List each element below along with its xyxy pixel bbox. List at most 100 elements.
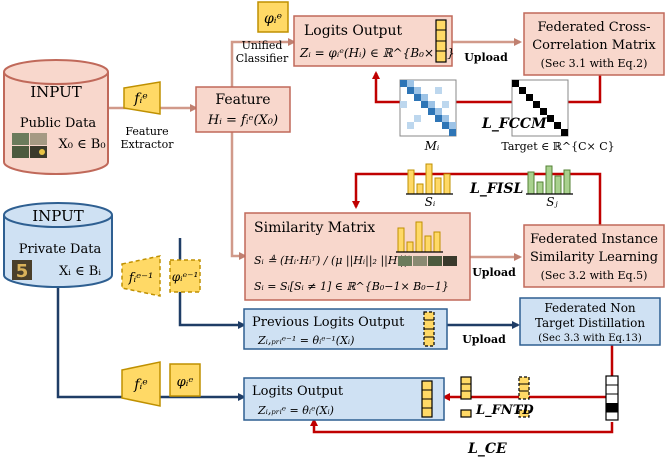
logits-output-bottom-title: Logits Output: [252, 384, 344, 399]
fccm-box: [523, 12, 665, 76]
si-bar: [443, 173, 451, 195]
target-cell-diag: [547, 115, 554, 122]
loss-fccm: L_FCCM: [481, 116, 547, 132]
inset-image-3: [428, 256, 442, 266]
fccm-feedback-arrow: [372, 71, 602, 104]
sj-bar: [563, 169, 571, 195]
public-data-label: Public Data: [20, 116, 97, 131]
sample-image-3: [12, 146, 29, 158]
fisl-line2: Similarity Learning: [530, 250, 658, 265]
inset-bar: [406, 241, 414, 253]
logits-vector-top: [435, 19, 447, 63]
mi-cell-off: [414, 87, 421, 94]
classifier-label-line2: Classifier: [236, 52, 289, 65]
sj-bar: [554, 175, 562, 195]
feature-extractor-label-line1: Feature: [125, 125, 168, 138]
mi-cell-noise: [435, 87, 442, 94]
si-bar: [425, 163, 433, 195]
one-hot-label-vector: [605, 375, 619, 421]
target-cell-diag: [554, 122, 561, 129]
similarity-inset-bars: [396, 221, 443, 253]
feature-title: Feature: [215, 92, 270, 108]
mi-cell-diag: [400, 80, 407, 87]
target-cell-diag: [512, 80, 519, 87]
feature-to-similarity-arrow: [230, 132, 247, 260]
logits-output-bottom-formula: Zᵢ,ₚᵣᵢᵉ = θᵢᵉ(Xᵢ): [257, 404, 334, 417]
private-data-cylinder: INPUT Private Data 5 Xᵢ ∈ Bᵢ: [3, 202, 113, 288]
loss-ce: L_CE: [467, 441, 507, 457]
private-data-formula: Xᵢ ∈ Bᵢ: [59, 264, 101, 279]
previous-extractor-block: [121, 255, 161, 297]
fntd-ref: (Sec 3.3 with Eq.13): [538, 333, 642, 344]
inset-image-1: [398, 256, 412, 266]
fccm-line2: Correlation Matrix: [532, 38, 656, 53]
private-to-logits-arrow: [56, 285, 246, 401]
fntd-box: [519, 297, 661, 346]
loss-fntd: L_FNTD: [475, 403, 534, 418]
feature-box: [195, 86, 291, 133]
mi-cell-diag: [414, 94, 421, 101]
inset-bar: [424, 235, 432, 253]
logits-output-top-title: Logits Output: [304, 23, 403, 39]
correlation-matrix-mi: [399, 79, 457, 137]
target-cell-diag: [533, 101, 540, 108]
feature-extractor-block: [123, 81, 161, 115]
digit-image: [12, 260, 32, 280]
mi-cell-off: [421, 94, 428, 101]
inset-image-4: [443, 256, 457, 266]
target-cell-diag: [526, 94, 533, 101]
distill-vector-current: [460, 376, 472, 418]
inset-bar: [415, 221, 423, 253]
logits-output-top-box: [293, 15, 453, 67]
public-data-formula: X₀ ∈ B₀: [58, 137, 105, 152]
fntd-line2: Target Distillation: [535, 316, 645, 330]
upload-label-3: Upload: [462, 333, 506, 346]
private-extractor-block: [121, 361, 161, 407]
mi-cell-off: [435, 108, 442, 115]
svg-text:5: 5: [16, 261, 29, 282]
si-label: Sᵢ: [425, 195, 436, 209]
sj-label: Sⱼ: [546, 195, 558, 209]
public-data-cylinder: INPUT Public Data X₀ ∈ B₀: [3, 59, 109, 175]
private-input-title: INPUT: [32, 207, 84, 225]
similarity-formula-2: Sᵢ = Sᵢ[Sᵢ ≠ 1] ∈ ℝ^{B₀−1× B₀−1}: [254, 280, 449, 293]
classifier-symbol: φᵢᵉ: [264, 11, 282, 27]
feature-extractor-label-line2: Extractor: [121, 138, 175, 151]
upload-label-1: Upload: [464, 51, 508, 64]
unified-classifier-block: [257, 1, 289, 33]
logits-output-bottom-box: [243, 377, 445, 421]
si-bar: [407, 169, 415, 195]
upload-label-2: Upload: [472, 266, 516, 279]
classifier-label-line1: Unified: [242, 39, 283, 52]
mi-cell-diag: [449, 129, 456, 136]
target-cell-diag: [561, 129, 568, 136]
fisl-ref: (Sec 3.2 with Eq.5): [541, 269, 648, 282]
inset-bar: [397, 227, 405, 253]
sample-image-4: [30, 146, 47, 158]
fisl-line1: Federated Instance: [530, 232, 658, 247]
sj-bar: [527, 171, 535, 195]
previous-classifier-symbol: φᵢᵉ⁻¹: [172, 270, 199, 284]
target-label: Target ∈ ℝ^{C× C}: [501, 140, 614, 153]
fisl-feedback-arrow: [352, 172, 602, 225]
inset-bar: [433, 231, 441, 253]
inset-image-2: [413, 256, 427, 266]
similarity-bars-si: [406, 163, 453, 195]
mi-cell-off: [449, 122, 456, 129]
target-cell-diag: [540, 108, 547, 115]
mi-cell-noise: [400, 101, 407, 108]
similarity-formula-1: Sᵢ ≜ (Hᵢ·Hᵢᵀ) / (μ ||Hᵢ||₂ ||Hᵢ||): [254, 254, 411, 268]
previous-extractor-symbol: fᵢᵉ⁻¹: [128, 271, 154, 286]
mi-cell-diag: [421, 101, 428, 108]
ce-feedback-arrow: [310, 418, 614, 434]
previous-logits-formula: Zᵢ,ₚᵣᵢᵉ⁻¹ = θᵢᵉ⁻¹(Xᵢ): [257, 334, 354, 347]
private-extractor-symbol: fᵢᵉ: [133, 377, 147, 393]
si-bar: [416, 183, 424, 195]
fntd-line1: Federated Non: [544, 301, 636, 315]
logits-vector-previous: [423, 311, 435, 347]
fccm-line1: Federated Cross-: [537, 20, 650, 35]
target-cell-diag: [519, 87, 526, 94]
private-classifier-block: [169, 363, 201, 397]
previous-logits-title: Previous Logits Output: [252, 315, 405, 330]
